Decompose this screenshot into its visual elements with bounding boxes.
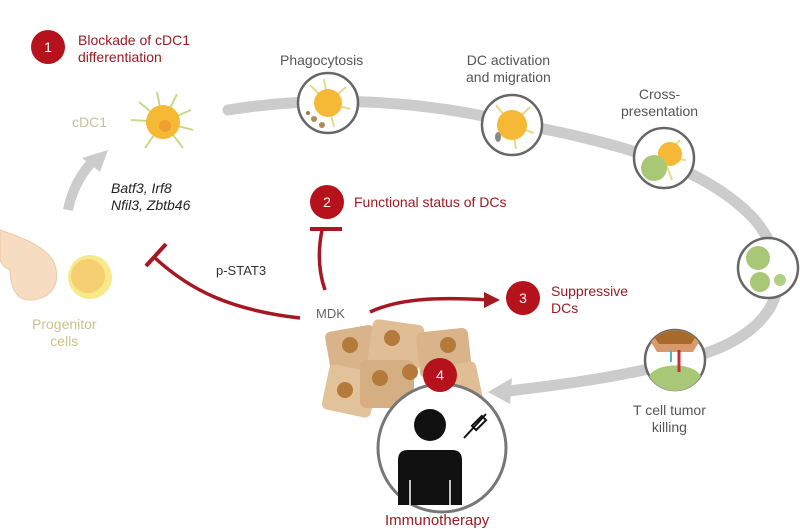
dc-activation-label-line1: DC activation [466, 52, 551, 68]
t-cell-killing-label: T cell tumor killing [633, 402, 706, 436]
progenitor-label: Progenitor cells [32, 316, 97, 350]
differentiation-arrowhead [82, 150, 108, 172]
gene-list-line2: Nfil3, Zbtb46 [111, 197, 191, 213]
gene-list-line1: Batf3, Irf8 [111, 180, 172, 196]
pstat3-label: p-STAT3 [216, 263, 267, 278]
syringe-icon [463, 413, 488, 439]
dc-activation-cell [480, 93, 544, 157]
cross-presentation-label: Cross- presentation [621, 86, 698, 120]
cdc1-label: cDC1 [72, 114, 108, 130]
dc-function-inhibition-arrow [317, 229, 327, 291]
step-1-label: Blockade of cDC1 differentiation [78, 32, 190, 66]
step-3-badge: 3 [506, 281, 540, 315]
phagocytosis-label: Phagocytosis [280, 52, 364, 68]
step-1-label-line1: Blockade of cDC1 [78, 32, 191, 48]
cross-presentation-label-line2: presentation [621, 103, 699, 119]
step-1-badge: 1 [31, 30, 65, 64]
step-4-badge: 4 [423, 358, 457, 392]
immunotherapy-patient [376, 382, 508, 514]
cycle-arrowhead [488, 378, 512, 404]
gene-list: Batf3, Irf8 Nfil3, Zbtb46 [111, 180, 190, 214]
step-2-badge: 2 [310, 185, 344, 219]
cross-presentation-label-line1: Cross- [638, 86, 681, 102]
progenitor-label-line1: Progenitor [32, 316, 97, 332]
mdk-to-suppressive-arrow [369, 296, 491, 314]
pstat3-inhibition-arrow [153, 256, 301, 320]
step-4-label: Immunotherapy [385, 512, 490, 529]
mdk-label: MDK [316, 306, 345, 321]
step-3-label-line1: Suppressive [551, 283, 629, 299]
cdc1-cell [130, 91, 194, 149]
step-3-label: Suppressive DCs [551, 283, 628, 317]
step-2-label: Functional status of DCs [354, 194, 507, 210]
phagocytosis-cell [296, 71, 360, 135]
t-cell-expansion [736, 236, 800, 300]
dc-activation-label-line2: and migration [466, 69, 551, 85]
progenitor-cells [0, 229, 112, 301]
cross-presentation-cell [632, 126, 696, 190]
t-cell-killing [643, 328, 707, 392]
differentiation-arrow [63, 158, 96, 212]
step-1-label-line2: differentiation [78, 49, 162, 65]
step-3-label-line2: DCs [551, 300, 579, 316]
t-cell-killing-label-line2: killing [651, 419, 687, 435]
t-cell-killing-label-line1: T cell tumor [633, 402, 706, 418]
progenitor-label-line2: cells [50, 333, 79, 349]
pstat3-inhibition-bar [144, 242, 168, 268]
dc-activation-label: DC activation and migration [466, 52, 551, 86]
